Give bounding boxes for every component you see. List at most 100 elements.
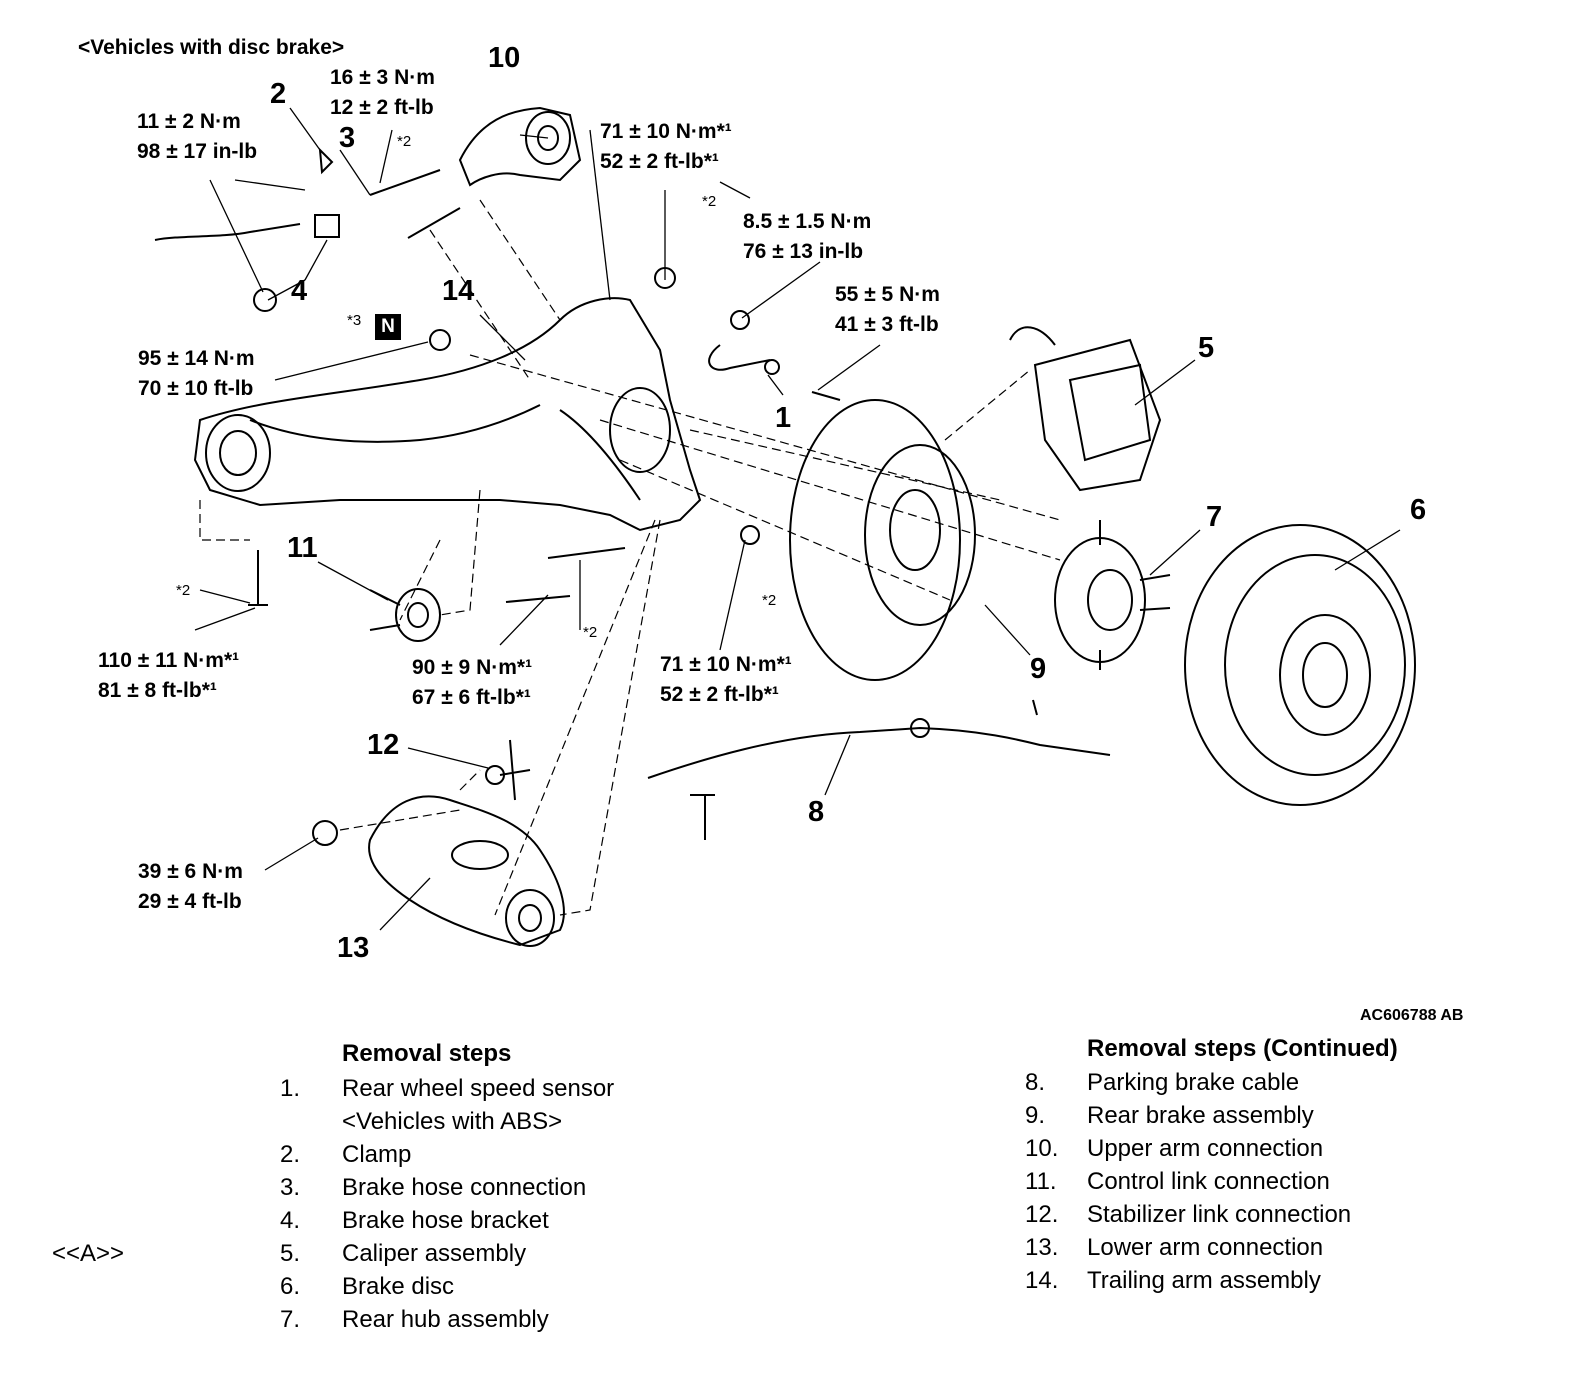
note-star3: *3 [347, 312, 362, 329]
torque-spec-t5: 55 ± 5 N·m 41 ± 3 ft-lb [835, 280, 940, 340]
callout-12: 12 [367, 729, 400, 761]
step-label: Control link connection [1087, 1168, 1330, 1195]
callout-6: 6 [1410, 494, 1427, 526]
torque-spec-t4: 8.5 ± 1.5 N·m 76 ± 13 in-lb [743, 207, 871, 267]
step-label: Clamp [342, 1141, 412, 1168]
step-number: 5. [280, 1240, 301, 1267]
bolt-90nm-a [547, 547, 626, 559]
right-section-title: Removal steps (Continued) [1087, 1035, 1398, 1062]
callout-3: 3 [339, 122, 356, 154]
step-number: 11. [1025, 1168, 1057, 1195]
list-item: 2. Clamp [280, 1138, 700, 1171]
list-item: 14. Trailing arm assembly [1025, 1264, 1495, 1297]
diagram-header: <Vehicles with disc brake> [78, 36, 345, 59]
torque-metric: 71 ± 10 N·m*¹ [600, 120, 732, 143]
step-number: 14. [1025, 1267, 1059, 1294]
upper-arm-bracket [458, 106, 582, 187]
step-label: Trailing arm assembly [1087, 1267, 1321, 1294]
nut-39nm [312, 820, 338, 846]
step-number: 7. [280, 1306, 301, 1333]
callout-11: 11 [287, 532, 318, 564]
note-star2: *2 [583, 624, 598, 641]
torque-metric: 16 ± 3 N·m [330, 66, 435, 89]
brake-disc-hub [1279, 614, 1371, 736]
step-number: 8. [1025, 1069, 1046, 1096]
torque-imperial: 81 ± 8 ft-lb*¹ [98, 679, 217, 702]
step-label: Brake hose bracket [342, 1207, 549, 1234]
torque-metric: 110 ± 11 N·m*¹ [98, 649, 240, 672]
step-label: Caliper assembly [342, 1240, 527, 1267]
step-label: Lower arm connection [1087, 1234, 1324, 1261]
torque-imperial: 41 ± 3 ft-lb [835, 313, 939, 336]
step-number: 4. [280, 1207, 301, 1234]
torque-metric: 55 ± 5 N·m [835, 283, 940, 306]
torque-metric: 90 ± 9 N·m*¹ [412, 656, 533, 679]
brake-hose [154, 223, 301, 241]
procedure-marker: <<A>> [52, 1240, 125, 1267]
lower-arm-shape [368, 795, 565, 947]
trailing-arm-bushing [205, 414, 271, 492]
step-number: 13. [1025, 1234, 1059, 1261]
step-number: 1. [280, 1075, 301, 1102]
step-label: Stabilizer link connection [1087, 1201, 1352, 1228]
torque-imperial: 98 ± 17 in-lb [137, 140, 258, 163]
note-star2: *2 [702, 193, 717, 210]
torque-spec-t1: 16 ± 3 N·m 12 ± 2 ft-lb [330, 63, 435, 123]
step-label: Upper arm connection [1087, 1135, 1324, 1162]
step-label: Parking brake cable [1087, 1069, 1300, 1096]
control-link-bushing [395, 588, 441, 642]
n-mark-box: N [375, 314, 401, 340]
left-section-title: Removal steps [342, 1040, 512, 1067]
torque-imperial: 70 ± 10 ft-lb [138, 377, 254, 400]
torque-metric: 11 ± 2 N·m [137, 110, 241, 133]
step-label: Rear wheel speed sensor [342, 1075, 615, 1102]
list-item: 7. Rear hub assembly [280, 1303, 700, 1336]
callout-14: 14 [442, 275, 475, 307]
caliper-assembly [1033, 338, 1162, 492]
torque-spec-t2: 11 ± 2 N·m 98 ± 17 in-lb [137, 107, 257, 167]
note-star2: *2 [762, 592, 777, 609]
list-item: 6. Brake disc [280, 1270, 700, 1303]
callout-7: 7 [1206, 501, 1223, 533]
torque-imperial: 76 ± 13 in-lb [743, 240, 864, 263]
torque-imperial: 67 ± 6 ft-lb*¹ [412, 686, 531, 709]
list-item: 5. Caliper assembly [280, 1237, 700, 1270]
torque-imperial: 52 ± 2 ft-lb*¹ [600, 150, 719, 173]
step-number: 12. [1025, 1201, 1059, 1228]
callout-2: 2 [270, 78, 287, 110]
list-item: 11. Control link connection [1025, 1165, 1495, 1198]
list-item: 12. Stabilizer link connection [1025, 1198, 1495, 1231]
figure-code: AC606788 AB [1360, 1007, 1464, 1024]
step-label: Brake disc [342, 1273, 455, 1300]
note-star2: *2 [176, 582, 191, 599]
torque-spec-t7: 110 ± 11 N·m*¹ 81 ± 8 ft-lb*¹ [98, 646, 239, 706]
callout-1: 1 [775, 402, 792, 434]
list-item: 1. Rear wheel speed sensor <Vehicles wit… [280, 1072, 700, 1138]
torque-metric: 71 ± 10 N·m*¹ [660, 653, 792, 676]
torque-spec-t9: 71 ± 10 N·m*¹ 52 ± 2 ft-lb*¹ [660, 650, 792, 710]
step-number: 9. [1025, 1102, 1046, 1129]
torque-spec-t6: 95 ± 14 N·m 70 ± 10 ft-lb [138, 344, 255, 404]
list-item: 4. Brake hose bracket [280, 1204, 700, 1237]
list-item: 10. Upper arm connection [1025, 1132, 1495, 1165]
torque-metric: 95 ± 14 N·m [138, 347, 255, 370]
nut-11nm [253, 288, 277, 312]
torque-spec-t3: 71 ± 10 N·m*¹ 52 ± 2 ft-lb*¹ [600, 117, 732, 177]
step-label: Rear hub assembly [342, 1306, 549, 1333]
stabilizer-link [499, 739, 531, 801]
step-label: Brake hose connection [342, 1174, 587, 1201]
brake-disc-outer [1184, 524, 1416, 806]
callout-5: 5 [1198, 332, 1215, 364]
parking-brake-cable [647, 726, 1111, 779]
step-number: 10. [1025, 1135, 1059, 1162]
nut-95nm [429, 329, 451, 351]
speed-sensor-wire [708, 344, 771, 371]
step-number: 3. [280, 1174, 301, 1201]
torque-imperial: 29 ± 4 ft-lb [138, 890, 242, 913]
torque-spec-t8: 90 ± 9 N·m*¹ 67 ± 6 ft-lb*¹ [412, 653, 532, 713]
torque-spec-t10: 39 ± 6 N·m 29 ± 4 ft-lb [138, 857, 243, 917]
brake-hose-bolt [407, 207, 461, 239]
torque-imperial: 12 ± 2 ft-lb [330, 96, 434, 119]
trailing-arm-shape [193, 297, 702, 532]
lower-arm-bushing [505, 889, 555, 947]
